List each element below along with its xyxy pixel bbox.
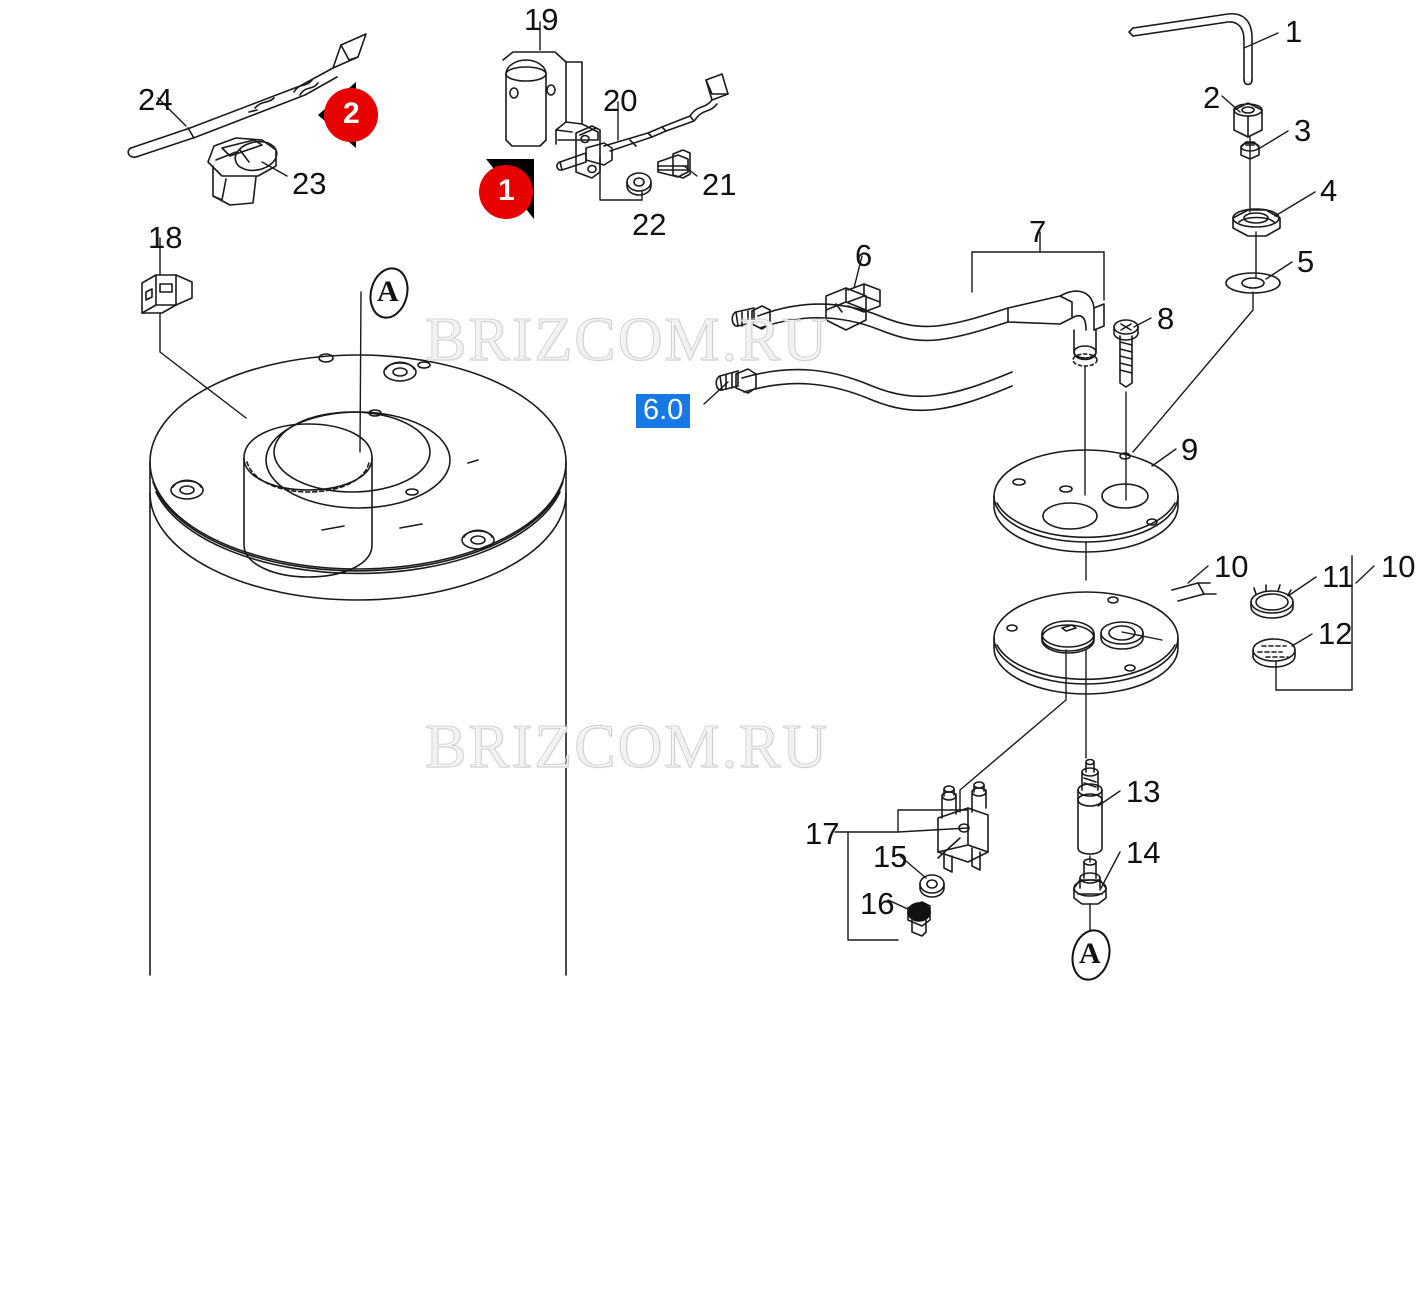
- part-15-washer: [919, 874, 945, 898]
- part-17-switch-block: [937, 781, 989, 873]
- red-marker-label: 1: [498, 174, 515, 207]
- wedge-right-icon: [479, 159, 534, 219]
- part-number-8[interactable]: 8: [1157, 301, 1175, 336]
- part-21-screw: [657, 149, 691, 179]
- part-number-10-right[interactable]: 10: [1381, 549, 1416, 584]
- part-11-clip: [1250, 584, 1294, 619]
- red-marker-label: 2: [343, 97, 360, 130]
- part-number-2[interactable]: 2: [1203, 80, 1221, 115]
- part-18-bracket: [141, 274, 193, 314]
- boss-holes: [170, 353, 495, 550]
- part-number-9[interactable]: 9: [1181, 432, 1199, 467]
- part-1-hook-rod: [1128, 13, 1253, 86]
- section-callout-a[interactable]: A: [361, 266, 417, 325]
- part-24-probe: [127, 33, 367, 159]
- part-number-18[interactable]: 18: [148, 220, 183, 255]
- section-callout-label: A: [377, 275, 399, 308]
- part-number-19[interactable]: 19: [524, 2, 559, 37]
- part-number-21[interactable]: 21: [702, 167, 737, 202]
- part-number-6[interactable]: 6: [855, 238, 873, 273]
- part-4-flange-nut: [1232, 208, 1281, 237]
- part-2-bushing: [1233, 102, 1263, 138]
- part-14-valve: [1073, 858, 1107, 905]
- part-number-10[interactable]: 10: [1214, 549, 1249, 584]
- part-number-1[interactable]: 1: [1285, 14, 1303, 49]
- watermark-text: BRIZCOM.RU: [424, 713, 830, 782]
- red-marker-2[interactable]: 2: [306, 82, 390, 148]
- part-number-12[interactable]: 12: [1318, 616, 1353, 651]
- part-number-3[interactable]: 3: [1294, 113, 1312, 148]
- section-tag-6-0[interactable]: 6.0: [636, 394, 691, 429]
- part-13-coil: [1077, 758, 1103, 855]
- part-number-22[interactable]: 22: [632, 207, 667, 242]
- part-number-5[interactable]: 5: [1297, 244, 1315, 279]
- part-12-seal: [1252, 638, 1296, 668]
- part-number-23[interactable]: 23: [292, 166, 327, 201]
- part-number-17[interactable]: 17: [805, 816, 840, 851]
- part-10-bracket-glyph: [1171, 582, 1217, 602]
- part-number-24[interactable]: 24: [138, 82, 173, 117]
- section-callout-a[interactable]: A: [1063, 928, 1119, 987]
- part-number-15[interactable]: 15: [873, 839, 908, 874]
- red-marker-1[interactable]: 1: [476, 157, 560, 223]
- watermark-text: BRIZCOM.RU: [424, 306, 830, 375]
- part-number-11[interactable]: 11: [1322, 559, 1355, 594]
- section-callout-label: A: [1079, 937, 1101, 970]
- part-8-screw: [1113, 319, 1139, 388]
- part-19-bracket-cylinder: [502, 51, 599, 147]
- part-number-14[interactable]: 14: [1126, 835, 1161, 870]
- part-5-washer: [1225, 272, 1281, 294]
- part-number-7[interactable]: 7: [1029, 214, 1047, 249]
- part-number-4[interactable]: 4: [1320, 173, 1338, 208]
- part-number-13[interactable]: 13: [1126, 774, 1161, 809]
- part-number-20[interactable]: 20: [603, 83, 638, 118]
- part-23-clip: [207, 137, 278, 206]
- main-top-plate: [149, 353, 567, 976]
- part-number-16[interactable]: 16: [860, 886, 895, 921]
- wedge-left-icon: [318, 82, 378, 148]
- part-22-washer: [626, 172, 652, 196]
- callout-oval-icon: [1071, 929, 1111, 981]
- part-16-screw: [907, 901, 931, 937]
- part-9-plate: [993, 449, 1179, 553]
- leader-lines: [157, 21, 1375, 941]
- callout-oval-icon: [369, 267, 409, 319]
- part-7-hoses: [715, 290, 1105, 412]
